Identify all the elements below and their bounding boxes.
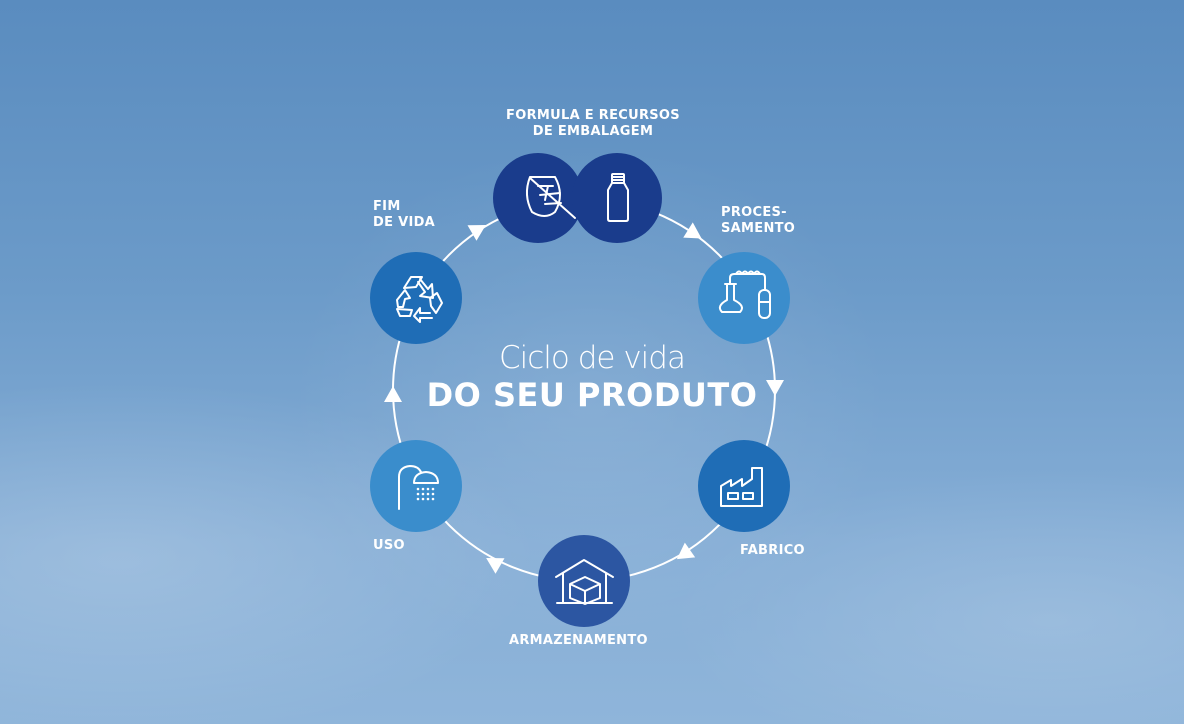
stage-formula-label: FORMULA E RECURSOS DE EMBALAGEM — [498, 108, 688, 140]
arrow-icon — [766, 380, 784, 396]
label-line: DE VIDA — [373, 215, 436, 230]
bottle-icon — [607, 173, 629, 222]
recycle-icon — [396, 276, 443, 323]
diagram-title-line2: DO SEU PRODUTO — [426, 376, 758, 414]
stage-armazenamento-label: ARMAZENAMENTO — [509, 633, 648, 649]
stage-formula-bubble[interactable] — [493, 153, 583, 243]
stage-processamento-label: PROCES- SAMENTO — [721, 205, 795, 237]
leaf-icon — [526, 176, 576, 219]
stage-uso-bubble[interactable] — [370, 440, 462, 532]
stage-fabrico-label: FABRICO — [740, 543, 805, 559]
stage-processamento-bubble[interactable] — [698, 252, 790, 344]
stage-packaging-bubble[interactable] — [572, 153, 662, 243]
stage-fabrico-bubble[interactable] — [698, 440, 790, 532]
label-line: FIM — [373, 199, 401, 214]
label-line: DE EMBALAGEM — [532, 124, 654, 139]
arrow-icon — [486, 558, 505, 574]
arrow-icon — [683, 222, 702, 239]
label-line: FABRICO — [740, 543, 805, 558]
arrow-icon — [467, 225, 486, 241]
stage-uso-label: USO — [373, 538, 405, 554]
shower-icon — [398, 465, 439, 510]
label-line: ARMAZENAMENTO — [509, 633, 648, 648]
label-line: FORMULA E RECURSOS — [506, 108, 680, 123]
arrow-icon — [676, 542, 696, 560]
shower-drops — [416, 487, 435, 501]
label-line: SAMENTO — [721, 221, 796, 236]
stage-armazenamento-bubble[interactable] — [538, 535, 630, 627]
label-line: PROCES- — [721, 205, 787, 220]
stage-fim-de-vida-label: FIM DE VIDA — [373, 199, 435, 231]
diagram-title-line1: Ciclo de vida — [499, 340, 686, 376]
lab-flask-icon — [718, 270, 771, 319]
arrow-icon — [384, 386, 402, 402]
factory-icon — [720, 467, 763, 507]
label-line: USO — [373, 538, 405, 553]
stage-fim-de-vida-bubble[interactable] — [370, 252, 462, 344]
warehouse-box-icon — [555, 559, 614, 605]
